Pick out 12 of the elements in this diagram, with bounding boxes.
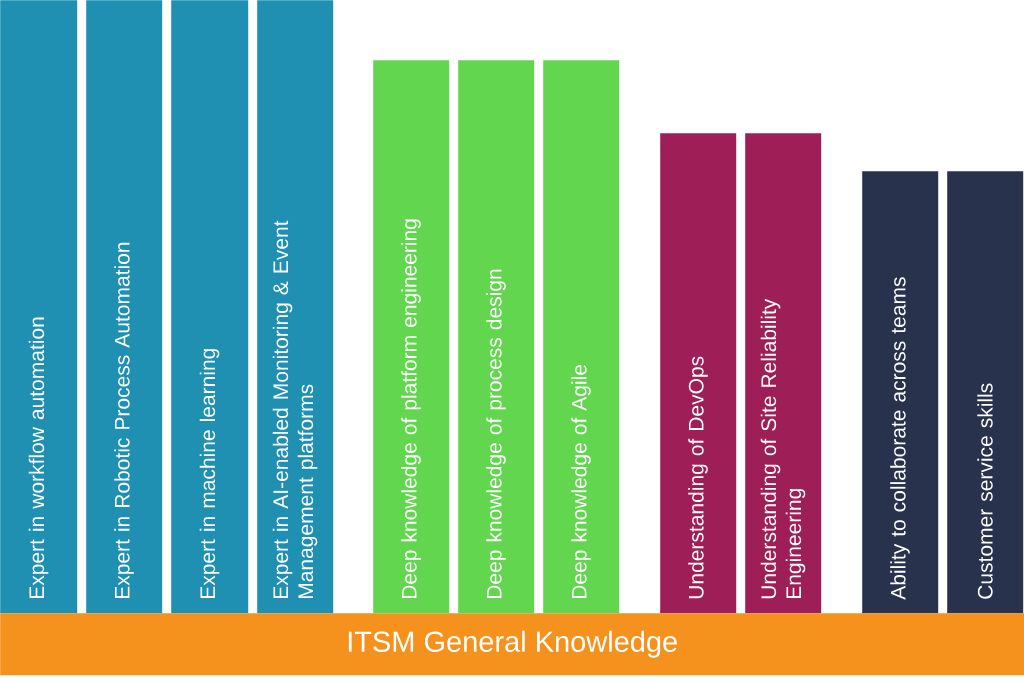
skill-bar: Expert in machine learning [171, 0, 249, 614]
skill-bar: Expert in AI-enabled Monitoring & Event Management platforms [257, 0, 334, 614]
skill-bar: Understanding of Site Reliability Engineering [745, 133, 822, 614]
skill-bar: Deep knowledge of Agile [543, 60, 620, 614]
skill-bar: Expert in workflow automation [0, 0, 78, 614]
skill-bar: Expert in Robotic Process Automation [86, 0, 163, 614]
skill-bar: Customer service skills [947, 171, 1024, 614]
foundation-band: ITSM General Knowledge [0, 613, 1024, 676]
skill-bar: Deep knowledge of process design [458, 60, 535, 614]
skill-bar: Ability to collaborate across teams [862, 171, 939, 614]
skill-bar: Understanding of DevOps [660, 133, 737, 614]
skill-bar: Deep knowledge of platform engineering [373, 60, 450, 614]
